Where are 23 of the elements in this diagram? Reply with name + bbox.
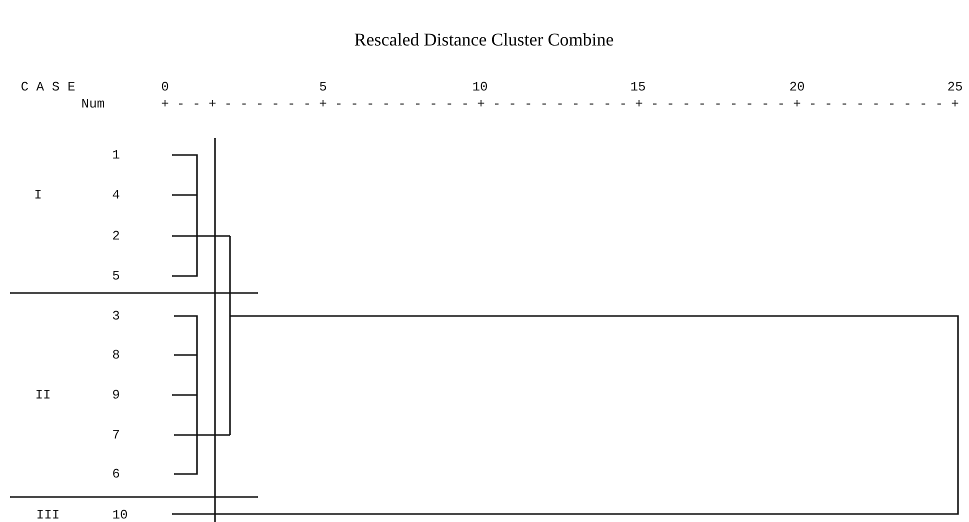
case-number: 2	[112, 230, 120, 242]
axis-title: C A S E	[20, 80, 76, 94]
axis-title: Num	[81, 98, 105, 110]
case-number: 3	[112, 310, 120, 322]
case-number: 6	[112, 468, 120, 480]
case-number: 1	[112, 148, 120, 162]
tick-label: 20	[789, 80, 805, 94]
chart-title: Rescaled Distance Cluster Combine	[354, 30, 614, 50]
case-number: 7	[112, 428, 120, 442]
tick-label: 25	[947, 80, 963, 94]
case-number: 4	[112, 188, 120, 202]
group-label: I	[34, 188, 42, 202]
case-number: 10	[112, 508, 128, 522]
tick-label: 15	[630, 80, 646, 94]
group-label: II	[35, 388, 51, 402]
axis-ruler: +--+------+---------+---------+---------+---------+	[161, 98, 967, 110]
case-number: 8	[112, 348, 120, 362]
case-number: 5	[112, 270, 120, 282]
tick-label: 0	[161, 80, 169, 94]
tick-label: 10	[472, 80, 488, 94]
tick-label: 5	[319, 80, 327, 94]
case-number: 9	[112, 388, 120, 402]
group-label: III	[36, 508, 60, 522]
